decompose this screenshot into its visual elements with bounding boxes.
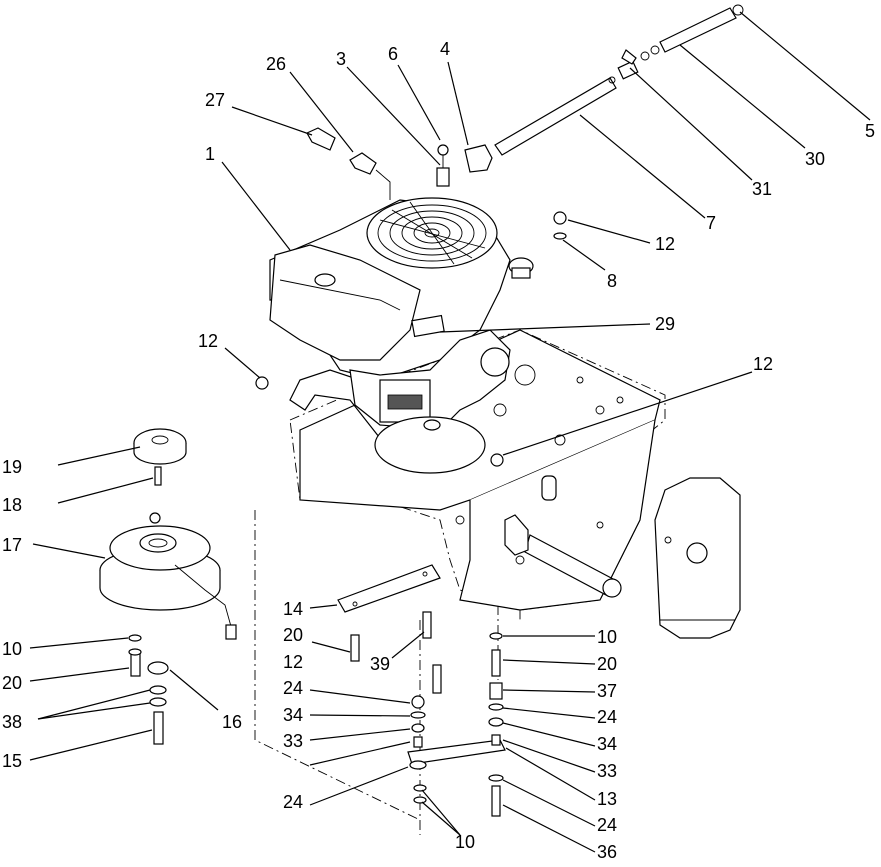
callout-10-right: 10 bbox=[597, 627, 617, 647]
chassis-plate bbox=[299, 329, 661, 611]
muffler bbox=[654, 477, 741, 639]
clutch-assembly bbox=[99, 428, 237, 745]
callout-26: 26 bbox=[266, 54, 286, 74]
callout-12-left: 12 bbox=[198, 331, 218, 351]
nut-left bbox=[255, 376, 269, 390]
callout-17: 17 bbox=[2, 535, 22, 555]
fuel-line-assembly bbox=[306, 4, 744, 200]
callout-27: 27 bbox=[205, 90, 225, 110]
callout-8: 8 bbox=[607, 271, 617, 291]
callout-13: 13 bbox=[597, 789, 617, 809]
mount-tube bbox=[504, 514, 622, 598]
callout-39: 39 bbox=[370, 654, 390, 674]
callout-24-b: 24 bbox=[283, 792, 303, 812]
callout-18: 18 bbox=[2, 495, 22, 515]
callout-15: 15 bbox=[2, 751, 22, 771]
callout-20-right: 20 bbox=[597, 654, 617, 674]
callout-33-b: 33 bbox=[597, 761, 617, 781]
callout-29: 29 bbox=[655, 314, 675, 334]
callout-36: 36 bbox=[597, 842, 617, 862]
leader-lines bbox=[29, 11, 871, 853]
nut-plate bbox=[490, 453, 504, 467]
callout-24-a: 24 bbox=[283, 678, 303, 698]
callout-19: 19 bbox=[2, 457, 22, 477]
callout-31: 31 bbox=[752, 179, 772, 199]
callout-5: 5 bbox=[865, 121, 875, 141]
callout-10-left: 10 bbox=[2, 639, 22, 659]
callout-20-center: 20 bbox=[283, 625, 303, 645]
callout-33-a: 33 bbox=[283, 731, 303, 751]
callout-14: 14 bbox=[283, 599, 303, 619]
callout-3: 3 bbox=[336, 49, 346, 69]
callout-34-a: 34 bbox=[283, 705, 303, 725]
right-fasteners bbox=[488, 632, 504, 817]
callout-24-c: 24 bbox=[597, 707, 617, 727]
callout-12-top: 12 bbox=[655, 234, 675, 254]
callout-38: 38 bbox=[2, 712, 22, 732]
callout-6: 6 bbox=[388, 44, 398, 64]
callout-12-center: 12 bbox=[283, 652, 303, 672]
callout-1: 1 bbox=[205, 144, 215, 164]
callout-20-left: 20 bbox=[2, 673, 22, 693]
callout-34-b: 34 bbox=[597, 734, 617, 754]
center-fasteners bbox=[337, 564, 506, 804]
callout-labels: 1 26 27 3 6 4 5 30 31 7 12 8 29 12 12 19… bbox=[2, 39, 875, 862]
callout-37: 37 bbox=[597, 681, 617, 701]
callout-24-d: 24 bbox=[597, 815, 617, 835]
callout-30: 30 bbox=[805, 149, 825, 169]
nut-washer-top bbox=[553, 211, 567, 240]
callout-10-bottom: 10 bbox=[455, 832, 475, 852]
callout-7: 7 bbox=[706, 213, 716, 233]
callout-16: 16 bbox=[222, 712, 242, 732]
callout-4: 4 bbox=[440, 39, 450, 59]
callout-12-right: 12 bbox=[753, 354, 773, 374]
engine bbox=[269, 197, 534, 474]
